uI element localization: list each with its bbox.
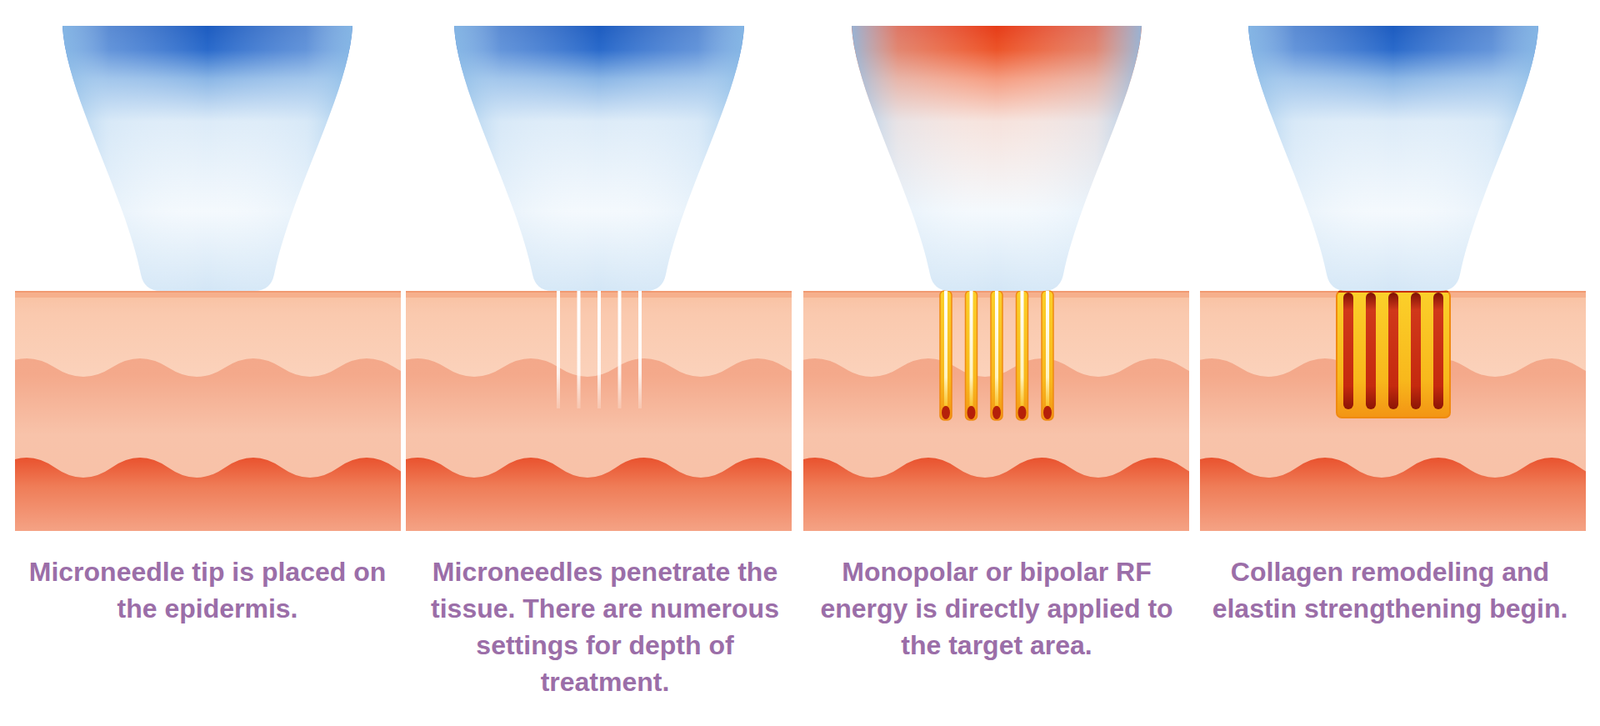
rf-needle [1041, 290, 1054, 420]
microneedles [556, 290, 642, 409]
step-caption: Collagen remodeling and elastin strength… [1206, 553, 1574, 627]
microneedle [556, 290, 560, 409]
microneedle [597, 290, 601, 409]
handpiece-heated [851, 25, 1142, 291]
handpiece [1248, 25, 1539, 291]
skin-panel [389, 286, 843, 541]
microneedle [638, 290, 642, 409]
microneedle [618, 290, 622, 409]
rf-needle [1016, 290, 1029, 420]
rf-needle [940, 290, 952, 420]
skin-panel [786, 286, 1240, 541]
collagen-zone [1336, 290, 1450, 418]
heat-glow [1336, 290, 1450, 418]
step-caption: Microneedle tip is placed on the epiderm… [24, 553, 391, 627]
handpiece [454, 25, 745, 291]
heat-line [1338, 290, 1449, 293]
step-caption: Microneedles penetrate the tissue. There… [421, 553, 789, 700]
coagulation-column [1365, 292, 1376, 410]
coagulation-column [1388, 292, 1399, 410]
microneedle [577, 290, 581, 409]
step-caption: Monopolar or bipolar RF energy is direct… [813, 553, 1180, 664]
rf-needle [965, 290, 978, 420]
skin-panel [1183, 286, 1600, 541]
handpiece [62, 25, 353, 291]
coagulation-column [1410, 292, 1421, 410]
coagulation-column [1433, 292, 1444, 410]
skin-panel [0, 286, 452, 541]
rf-needle [990, 290, 1003, 420]
coagulation-column [1343, 292, 1354, 410]
rf-needles [940, 290, 1054, 420]
